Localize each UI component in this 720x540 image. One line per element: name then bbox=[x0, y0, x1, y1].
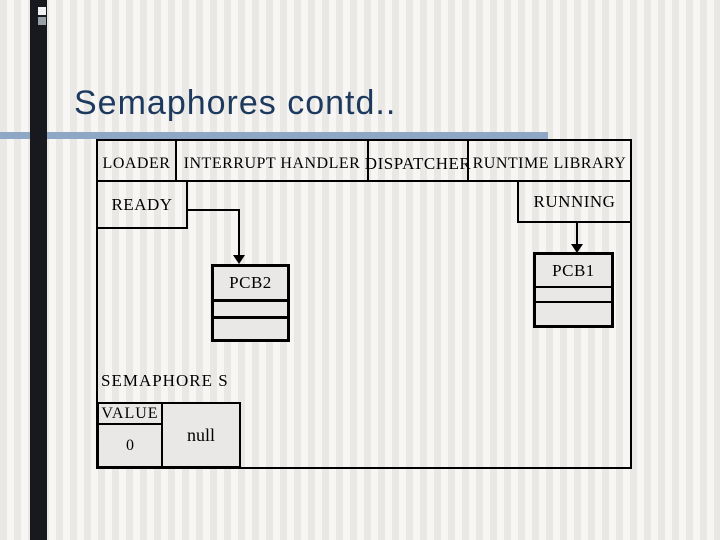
pcb2-empty-row bbox=[214, 302, 287, 319]
title-underline bbox=[0, 132, 548, 139]
ready-state-box: READY bbox=[96, 180, 188, 229]
pcb2-empty-row bbox=[214, 319, 287, 339]
semaphore-title: SEMAPHORE S bbox=[101, 371, 229, 390]
arrow-down-icon bbox=[233, 255, 245, 264]
header-cell-loader: LOADER bbox=[98, 141, 177, 180]
header-cell-dispatcher: DISPATCHER bbox=[365, 141, 471, 180]
slide-title: Semaphores contd.. bbox=[74, 84, 397, 122]
header-cell-interrupt-handler: INTERRUPT HANDLER bbox=[177, 141, 369, 180]
pcb1-empty-row bbox=[536, 303, 611, 325]
running-state-box: RUNNING bbox=[517, 180, 632, 223]
pcb2-block: PCB2 bbox=[211, 264, 290, 342]
arrow-down-icon bbox=[571, 244, 583, 253]
left-accent-bar bbox=[30, 0, 47, 540]
decor-square-gray bbox=[38, 17, 46, 25]
semaphore-value-table: VALUE 0 null bbox=[97, 402, 241, 468]
pcb1-label: PCB1 bbox=[536, 255, 611, 288]
pcb2-label: PCB2 bbox=[214, 267, 287, 302]
value-header-cell: VALUE bbox=[99, 404, 161, 425]
decor-square-light bbox=[38, 7, 46, 15]
ready-to-pcb2-connector-vertical bbox=[238, 209, 240, 256]
running-to-pcb1-connector bbox=[576, 221, 578, 245]
ready-to-pcb2-connector-horizontal bbox=[188, 209, 240, 211]
pcb1-block: PCB1 bbox=[533, 252, 614, 328]
value-column: VALUE 0 bbox=[99, 404, 163, 466]
header-cell-runtime-library: RUNTIME LIBRARY bbox=[472, 154, 627, 172]
value-cell: 0 bbox=[126, 436, 134, 454]
diagram-outer-frame: LOADER INTERRUPT HANDLER DISPATCHER RUNT… bbox=[96, 139, 632, 469]
queue-pointer-cell: null bbox=[186, 424, 215, 445]
pcb1-empty-row bbox=[536, 288, 611, 303]
module-header-row: LOADER INTERRUPT HANDLER DISPATCHER RUNT… bbox=[98, 141, 630, 182]
